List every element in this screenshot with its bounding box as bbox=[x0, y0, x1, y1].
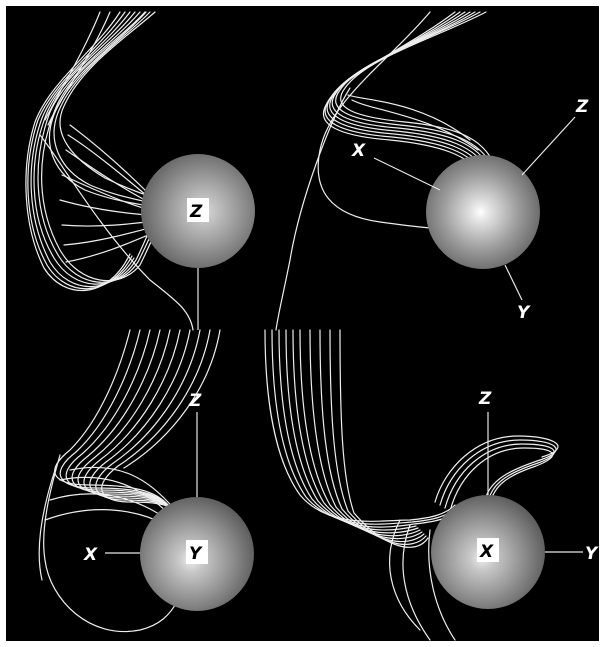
axis-label-y-top-right: Y bbox=[517, 303, 531, 323]
axis-label-x-bottom-right: X bbox=[479, 542, 494, 562]
axis-label-x-top-right: X bbox=[351, 141, 366, 161]
axis-label-x-bottom-left: X bbox=[83, 545, 98, 565]
axis-label-z-top-left: Z bbox=[189, 202, 203, 222]
axis-label-z-bottom-right: Z bbox=[478, 389, 492, 409]
axis-label-y-bottom-left: Y bbox=[189, 544, 203, 564]
axis-label-y-bottom-right: Y bbox=[585, 544, 599, 564]
axis-label-z-top-right: Z bbox=[575, 97, 589, 117]
sphere-top-right bbox=[426, 155, 540, 269]
axis-label-z-bottom-left: Z bbox=[188, 391, 202, 411]
